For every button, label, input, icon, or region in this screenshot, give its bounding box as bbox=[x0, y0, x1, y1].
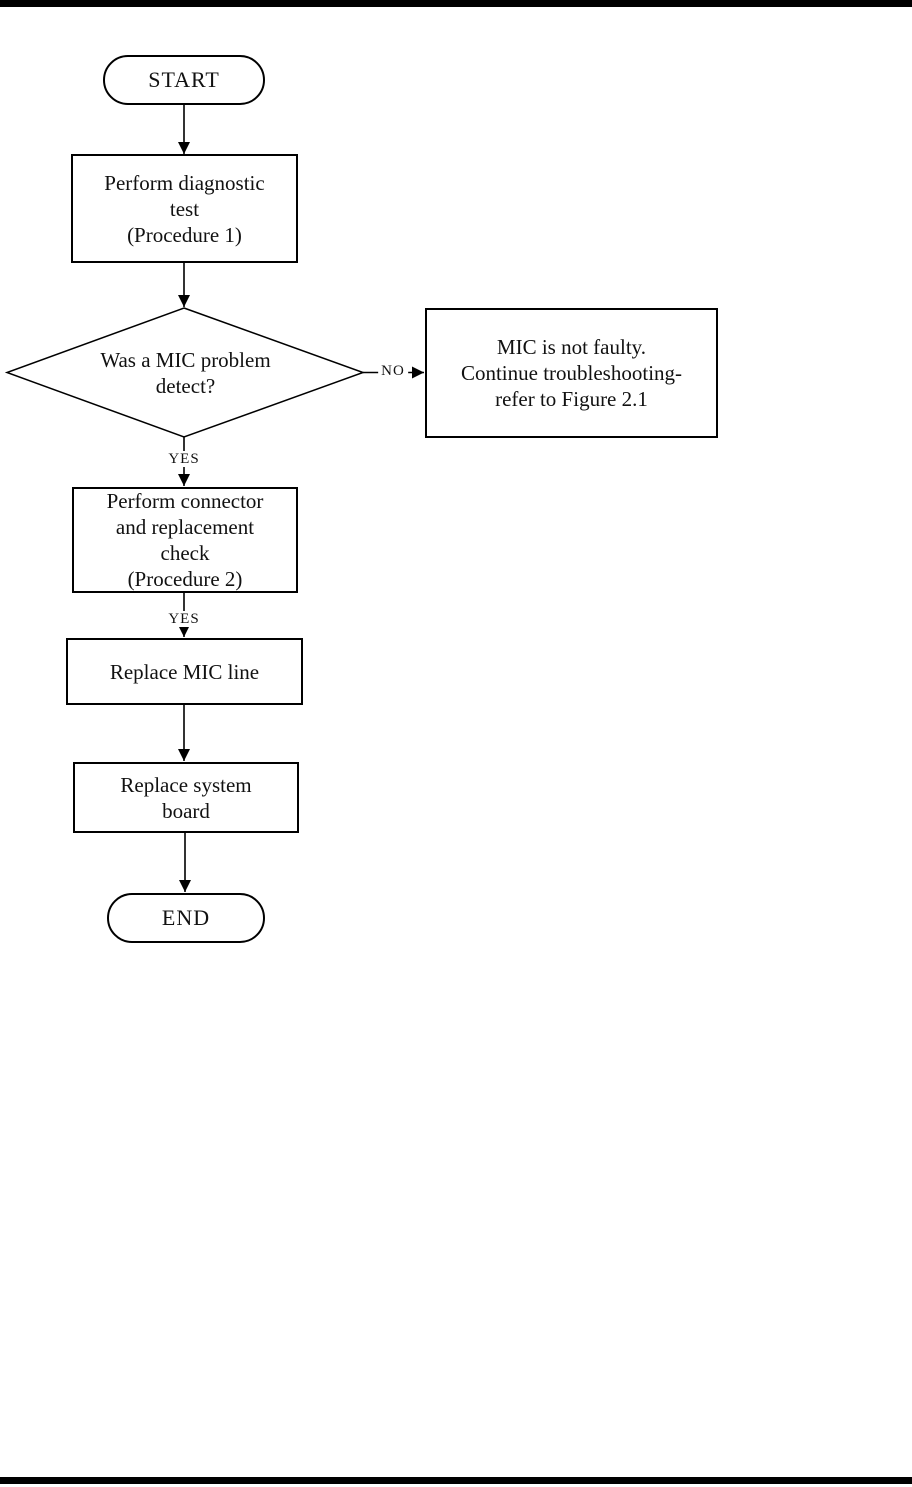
process-line: board bbox=[162, 798, 210, 823]
process-line: refer to Figure 2.1 bbox=[495, 387, 648, 411]
process-connector-check: Perform connector and replacement check … bbox=[72, 487, 298, 593]
process-line: test bbox=[169, 196, 200, 221]
process-mic-not-faulty: MIC is not faulty. Continue troubleshoot… bbox=[425, 308, 718, 438]
end-label: END bbox=[161, 905, 211, 930]
start-terminator: START bbox=[103, 55, 265, 105]
start-label: START bbox=[148, 67, 220, 92]
process-line: Replace system bbox=[120, 772, 252, 797]
process-replace-system-board: Replace system board bbox=[73, 762, 299, 833]
process-line: Replace MIC line bbox=[109, 659, 260, 684]
decision-line: detect? bbox=[155, 373, 216, 398]
process-line: Continue troubleshooting- bbox=[460, 361, 683, 385]
process-replace-mic-line: Replace MIC line bbox=[66, 638, 303, 705]
process-line: and replacement bbox=[115, 515, 255, 539]
end-terminator: END bbox=[107, 893, 265, 943]
edge-label-no: NO bbox=[378, 363, 408, 379]
process-diagnostic-test: Perform diagnostic test (Procedure 1) bbox=[71, 154, 298, 263]
process-line: check bbox=[160, 541, 210, 565]
process-line: (Procedure 1) bbox=[127, 222, 242, 247]
bottom-rule bbox=[0, 1477, 912, 1484]
top-rule bbox=[0, 0, 912, 7]
decision-line: Was a MIC problem bbox=[100, 347, 271, 372]
process-line: Perform diagnostic bbox=[104, 170, 265, 195]
process-line: MIC is not faulty. bbox=[496, 335, 647, 359]
decision-mic-problem: Was a MIC problem detect? bbox=[7, 309, 364, 436]
process-line: Perform connector bbox=[106, 489, 264, 513]
edge-label-yes-connector: YES bbox=[165, 611, 203, 627]
process-line: (Procedure 2) bbox=[127, 567, 243, 591]
edge-label-yes-decision: YES bbox=[165, 451, 203, 467]
